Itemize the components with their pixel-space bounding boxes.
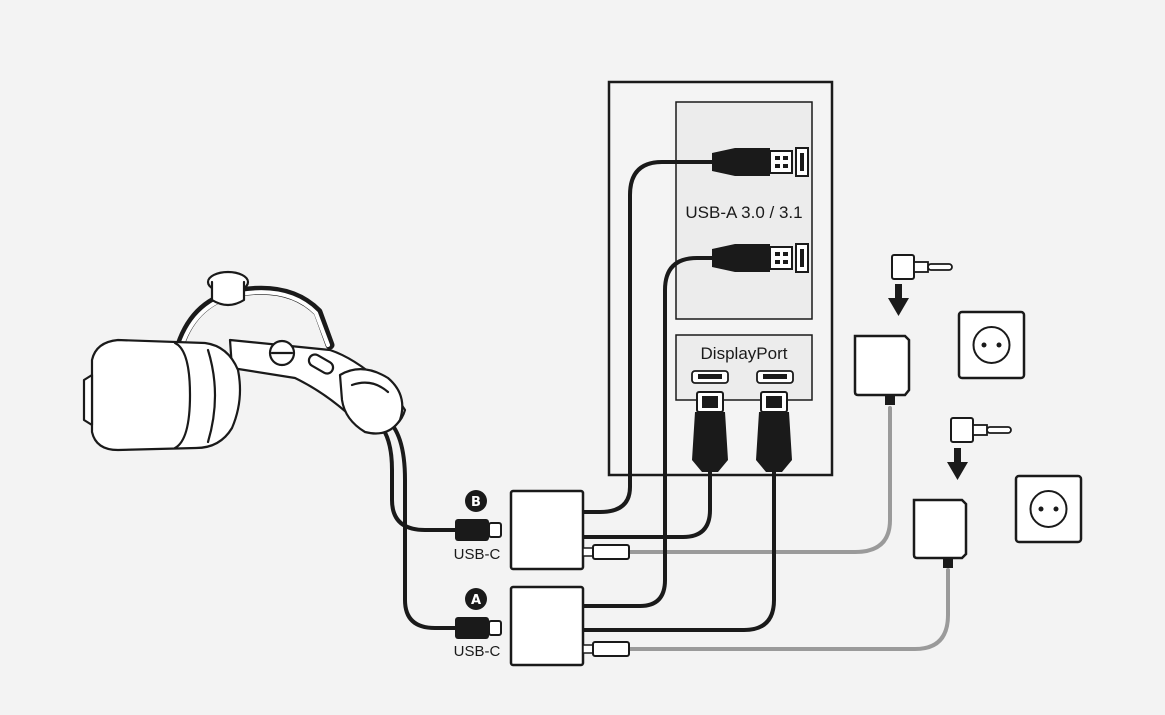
- usb-c-label-b: USB-C: [454, 546, 501, 563]
- usb-a-label: USB-A 3.0 / 3.1: [685, 203, 802, 222]
- badge-b-label: B: [471, 495, 481, 510]
- displayport-label: DisplayPort: [701, 344, 788, 363]
- usb-c-plug-icon: [455, 617, 502, 639]
- data-cables: [370, 160, 776, 632]
- usb-a-port-panel: [675, 101, 813, 320]
- power-cables: [626, 406, 950, 651]
- displayport-cable-1: [581, 468, 712, 539]
- usb-c-plug-icon: [455, 519, 502, 541]
- barrel-plug-icon: [891, 254, 953, 280]
- displayport-cable-2: [581, 468, 776, 632]
- displayport-panel: [675, 334, 813, 401]
- power-adapter-group-2: [912, 417, 1083, 568]
- barrel-plug-icon: [950, 417, 1012, 443]
- power-adapter-group-1: [853, 254, 1026, 405]
- power-adapter-icon: [853, 334, 911, 405]
- vr-headset-icon: [82, 270, 407, 452]
- usb-c-label-a: USB-C: [454, 643, 501, 660]
- usb-a-cable-1: [581, 160, 720, 514]
- link-box-a: [509, 585, 585, 667]
- badge-b: B: [465, 490, 487, 512]
- wall-socket-icon: [957, 310, 1026, 380]
- power-cable-a: [626, 568, 950, 651]
- link-box-b: [509, 489, 585, 571]
- barrel-plug-icon: [582, 544, 630, 560]
- headset-cable-a: [383, 416, 457, 630]
- power-adapter-icon: [912, 498, 968, 568]
- computer-panel: USB-A 3.0 / 3.1 DisplayPort: [607, 80, 834, 477]
- arrow-down-icon: [888, 284, 909, 316]
- badge-a-label: A: [471, 593, 481, 608]
- barrel-plug-icon: [582, 641, 630, 657]
- usb-a-plug-icon: [712, 243, 809, 273]
- usb-a-cable-2: [581, 256, 720, 608]
- badge-a: A: [465, 588, 487, 610]
- power-cable-b: [626, 406, 892, 554]
- displayport-plug-icon: [692, 391, 728, 472]
- wall-socket-icon: [1014, 474, 1083, 544]
- usb-a-plug-icon: [712, 147, 809, 177]
- displayport-plug-icon: [756, 391, 792, 472]
- arrow-down-icon: [947, 448, 968, 480]
- headset-cable-b: [370, 416, 457, 532]
